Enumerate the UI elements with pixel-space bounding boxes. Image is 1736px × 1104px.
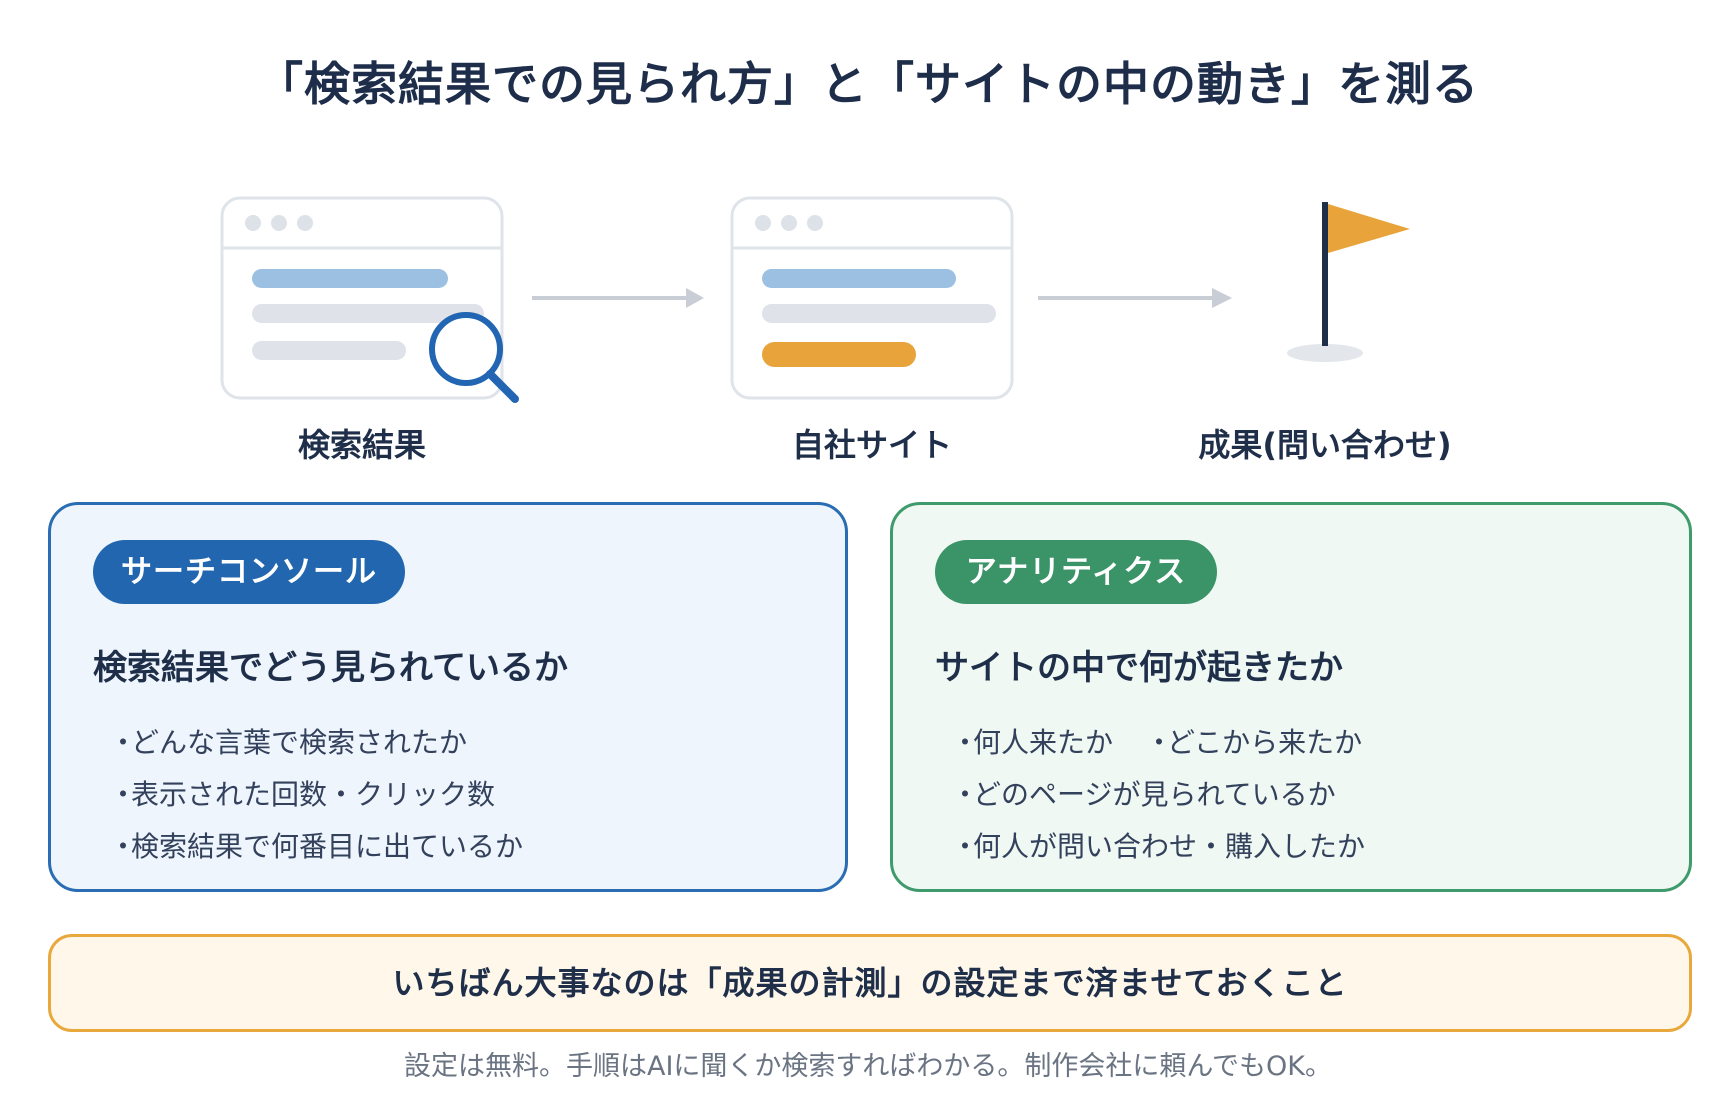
bullet-dot: ・ xyxy=(951,726,980,759)
step-label-conversion: 成果(問い合わせ) xyxy=(1198,426,1452,464)
bullet-text: 検索結果で何番目に出ているか xyxy=(131,830,524,863)
bullet-dot: ・ xyxy=(951,778,980,811)
step-label-company-site: 自社サイト xyxy=(791,426,952,464)
search-console-panel: サーチコンソール 検索結果でどう見られているか ・どんな言葉で検索されたか ・表… xyxy=(48,502,848,892)
bullet-dot: ・ xyxy=(951,830,980,863)
list-item: ・どのページが見られているか xyxy=(951,769,1365,821)
bullet-dot: ・ xyxy=(1145,726,1174,759)
list-item: ・検索結果で何番目に出ているか xyxy=(109,821,523,873)
goal-flag-icon xyxy=(1287,202,1410,362)
magnifier-icon xyxy=(429,312,519,403)
list-item: ・表示された回数・クリック数 xyxy=(109,769,523,821)
list-item: ・どんな言葉で検索されたか xyxy=(109,717,523,769)
bullet-text: 何人来たか xyxy=(973,726,1114,759)
bullet-text: どこから来たか xyxy=(1167,726,1363,759)
arrow-right-icon xyxy=(532,288,704,308)
bullet-text: 表示された回数・クリック数 xyxy=(131,778,496,811)
bullet-dot: ・ xyxy=(109,778,138,811)
footnote: 設定は無料。手順はAIに聞くか検索すればわかる。制作会社に頼んでもOK。 xyxy=(403,1051,1333,1082)
bullet-dot: ・ xyxy=(109,726,138,759)
flow-diagram xyxy=(220,196,1410,403)
bullet-text: 何人が問い合わせ・購入したか xyxy=(973,830,1366,863)
search-console-badge: サーチコンソール xyxy=(93,540,405,604)
list-item: ・何人来たか・どこから来たか xyxy=(951,717,1365,769)
step-label-search-results: 検索結果 xyxy=(297,426,426,464)
list-item: ・何人が問い合わせ・購入したか xyxy=(951,821,1365,873)
bullet-text: どんな言葉で検索されたか xyxy=(131,726,468,759)
bullet-dot: ・ xyxy=(109,830,138,863)
search-console-bullet-list: ・どんな言葉で検索されたか ・表示された回数・クリック数 ・検索結果で何番目に出… xyxy=(109,717,523,873)
arrow-right-icon xyxy=(1038,288,1232,308)
bullet-text: どのページが見られているか xyxy=(973,778,1336,811)
analytics-heading: サイトの中で何が起きたか xyxy=(935,648,1343,688)
analytics-badge: アナリティクス xyxy=(935,540,1217,604)
analytics-bullet-list: ・何人来たか・どこから来たか ・どのページが見られているか ・何人が問い合わせ・… xyxy=(951,717,1365,873)
company-site-browser-icon xyxy=(730,196,1014,400)
page-title: 「検索結果での見られ方」と「サイトの中の動き」を測る xyxy=(257,57,1479,111)
key-point-banner: いちばん大事なのは「成果の計測」の設定まで済ませておくこと xyxy=(48,934,1692,1032)
analytics-panel: アナリティクス サイトの中で何が起きたか ・何人来たか・どこから来たか ・どのペ… xyxy=(890,502,1692,892)
search-console-heading: 検索結果でどう見られているか xyxy=(93,648,568,688)
